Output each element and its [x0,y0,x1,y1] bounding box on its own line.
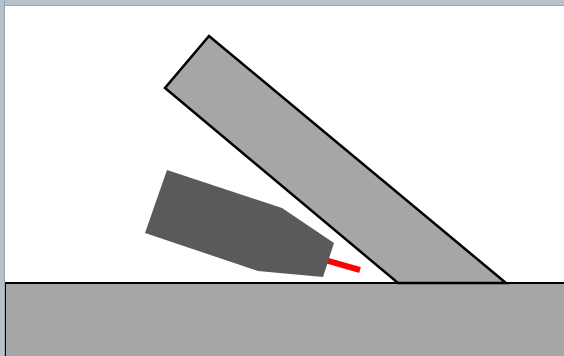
inclined-plate-icon[interactable] [163,34,510,285]
ground-plate-icon [4,282,564,356]
welding-torch-icon[interactable] [145,170,334,277]
torch-tip-icon [324,257,361,273]
window-left-border [0,0,5,356]
window-top-border [0,0,564,6]
